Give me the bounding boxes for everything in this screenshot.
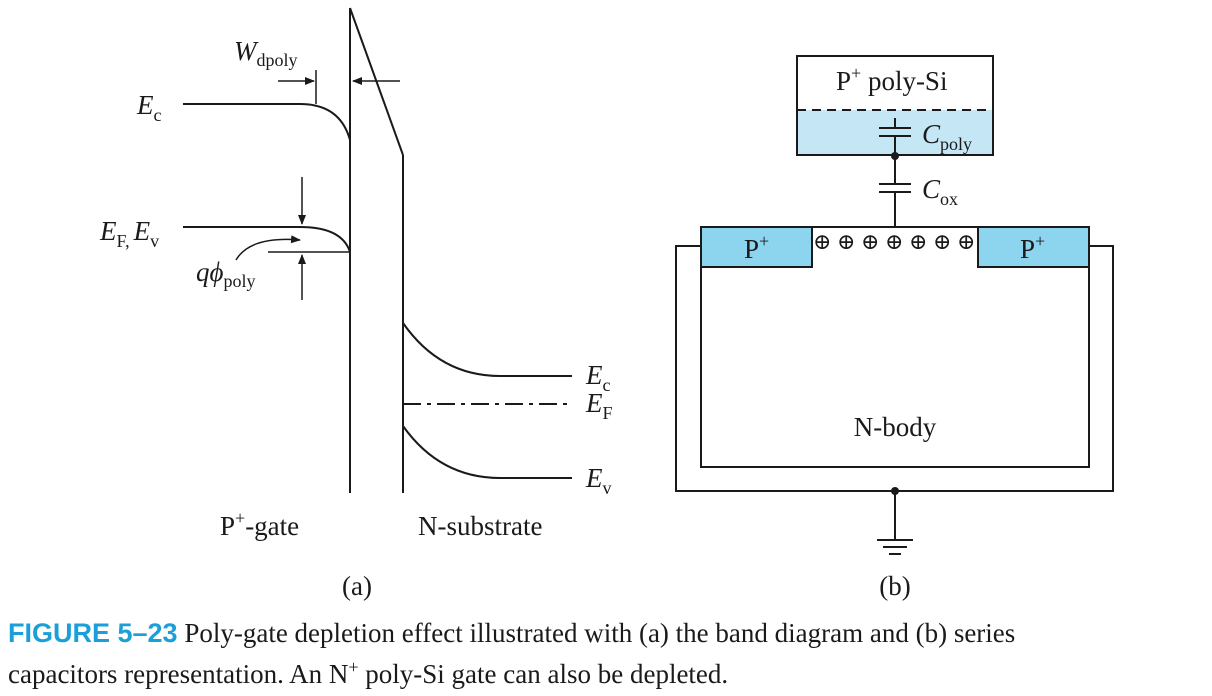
band-diagram [183, 7, 572, 493]
gate-ef-ev-band [183, 226, 351, 253]
ground-icon [877, 491, 913, 555]
substrate-ev-band [402, 425, 572, 479]
hole-charge: ⊕ [909, 229, 927, 254]
caption-superscript: + [348, 657, 359, 677]
p-plus-drain [977, 226, 1090, 268]
hole-charge: ⊕ [885, 229, 903, 254]
caption-line-1: Poly-gate depletion effect illustrated w… [177, 618, 1016, 648]
hole-charge: ⊕ [861, 229, 879, 254]
panel-b-label: (b) [879, 571, 910, 601]
cpoly-label: Cpoly [922, 119, 972, 154]
ec-left-label: Ec [136, 90, 162, 125]
hole-charges: ⊕ ⊕ ⊕ ⊕ ⊕ ⊕ ⊕ [813, 229, 975, 254]
outer-wire [675, 245, 1114, 492]
n-body-box [700, 226, 1090, 468]
hole-charge: ⊕ [933, 229, 951, 254]
capacitor-diagram [675, 55, 1114, 555]
gate-region-label: P+-gate [220, 508, 299, 541]
substrate-ec-band [402, 322, 572, 377]
ev-right-label: Ev [585, 463, 612, 498]
hole-charge: ⊕ [837, 229, 855, 254]
n-body-label: N-body [854, 412, 937, 442]
poly-gate-label: P+ poly-Si [836, 63, 947, 96]
ef-right-label: EF [585, 388, 613, 423]
wdpoly-label: Wdpoly [234, 36, 298, 70]
qphi-label: qϕpoly [196, 257, 256, 291]
qphi-curved-arrow [235, 235, 301, 261]
substrate-region-label: N-substrate [418, 511, 542, 541]
figure-caption: FIGURE 5–23 Poly-gate depletion effect i… [8, 616, 1208, 691]
p-plus-source [700, 226, 813, 268]
drain-label: P+ [1020, 231, 1045, 264]
caption-line-2b: poly-Si gate can also be depleted. [358, 659, 729, 689]
ec-right-label: Ec [585, 360, 611, 395]
source-label: P+ [744, 231, 769, 264]
caption-line-2a: capacitors representation. An N [8, 659, 349, 689]
figure-number: FIGURE 5–23 [8, 618, 178, 648]
gate-ec-band [183, 103, 351, 141]
cox-capacitor [879, 156, 911, 227]
cox-label: Cox [922, 174, 958, 209]
cpoly-capacitor [879, 118, 911, 156]
panel-a-label: (a) [342, 571, 372, 601]
hole-charge: ⊕ [957, 229, 975, 254]
ef-ev-left-label: EF,Ev [99, 216, 159, 251]
figure-canvas: Wdpoly Ec EF,Ev qϕpoly Ec EF Ev P+-gate … [99, 7, 1114, 601]
hole-charge: ⊕ [813, 229, 831, 254]
